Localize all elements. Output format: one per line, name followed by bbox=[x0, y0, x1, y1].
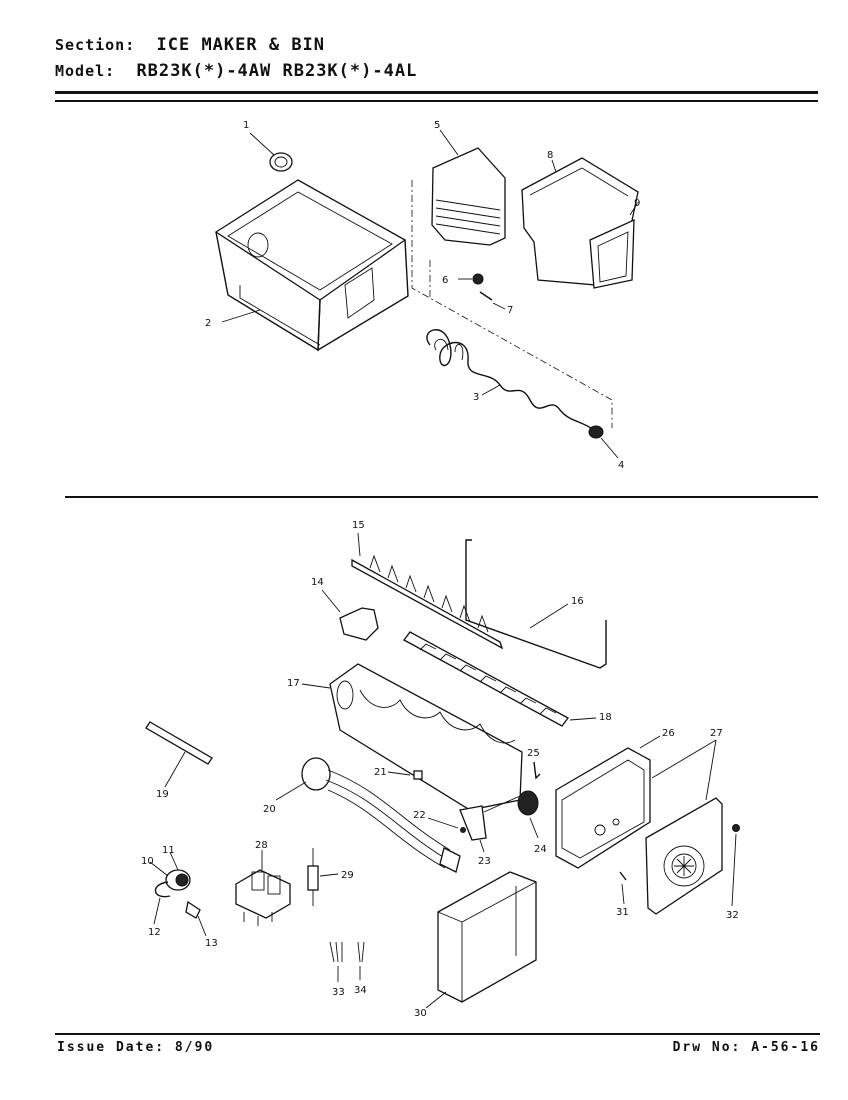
part-4-fitting bbox=[588, 425, 619, 459]
part-15-ejector bbox=[351, 532, 504, 650]
part-8-duct bbox=[521, 157, 639, 289]
part-10-13-switch bbox=[149, 851, 207, 937]
callout-29: 29 bbox=[341, 870, 354, 881]
model-key: Model: bbox=[55, 62, 116, 80]
callout-24: 24 bbox=[534, 844, 547, 855]
callout-26: 26 bbox=[662, 728, 675, 739]
callout-4: 4 bbox=[618, 460, 624, 471]
callout-32: 32 bbox=[726, 910, 739, 921]
section-heading: Section: ICE MAKER & BIN bbox=[55, 35, 325, 55]
part-29-coupling bbox=[307, 848, 339, 906]
part-18-stripper bbox=[403, 631, 597, 727]
callout-20: 20 bbox=[263, 804, 276, 815]
part-33-34-screws bbox=[329, 941, 365, 982]
callout-31: 31 bbox=[616, 907, 629, 918]
part-3-water-tube bbox=[426, 329, 595, 431]
part-19-rod bbox=[145, 721, 213, 788]
callout-27: 27 bbox=[710, 728, 723, 739]
part-28-valve bbox=[235, 850, 291, 926]
callout-30: 30 bbox=[414, 1008, 427, 1019]
callout-19: 19 bbox=[156, 789, 169, 800]
part-16-shutoff-arm bbox=[465, 539, 607, 669]
section-divider bbox=[65, 496, 818, 498]
part-30-shield bbox=[425, 871, 537, 1009]
callout-25: 25 bbox=[527, 748, 540, 759]
header-rule-thin bbox=[55, 100, 818, 102]
model-heading: Model: RB23K(*)-4AW RB23K(*)-4AL bbox=[55, 61, 417, 81]
callout-12: 12 bbox=[148, 927, 161, 938]
part-5-chute bbox=[431, 129, 506, 246]
drawing-number: Drw No: A-56-16 bbox=[672, 1040, 820, 1055]
callout-2: 2 bbox=[205, 318, 211, 329]
callout-5: 5 bbox=[434, 120, 440, 131]
footer-rule bbox=[55, 1033, 820, 1035]
callout-3: 3 bbox=[473, 392, 479, 403]
section-value: ICE MAKER & BIN bbox=[156, 35, 326, 55]
part-21-25-small-parts bbox=[387, 761, 541, 853]
part-6-7-fasteners bbox=[458, 273, 506, 310]
callout-9: 9 bbox=[634, 198, 640, 209]
part-31-32-screws bbox=[619, 824, 740, 907]
callout-13: 13 bbox=[205, 938, 218, 949]
part-14-cover bbox=[321, 589, 379, 641]
callout-21: 21 bbox=[374, 767, 387, 778]
callout-22: 22 bbox=[413, 810, 426, 821]
part-1-knob bbox=[249, 132, 293, 172]
callout-18: 18 bbox=[599, 712, 612, 723]
callout-11: 11 bbox=[162, 845, 175, 856]
part-2-ice-bin bbox=[214, 179, 409, 352]
callout-28: 28 bbox=[255, 840, 268, 851]
callout-1: 1 bbox=[243, 120, 249, 131]
callout-14: 14 bbox=[311, 577, 324, 588]
part-26-housing bbox=[555, 735, 661, 869]
callout-33: 33 bbox=[332, 987, 345, 998]
issue-date: Issue Date: 8/90 bbox=[57, 1040, 215, 1055]
part-20-harness bbox=[275, 757, 461, 873]
header-rule-thick bbox=[55, 91, 818, 94]
callout-34: 34 bbox=[354, 985, 367, 996]
section-key: Section: bbox=[55, 36, 136, 54]
model-value: RB23K(*)-4AW RB23K(*)-4AL bbox=[136, 61, 418, 81]
callout-16: 16 bbox=[571, 596, 584, 607]
callout-10: 10 bbox=[141, 856, 154, 867]
callout-6: 6 bbox=[442, 275, 448, 286]
callout-8: 8 bbox=[547, 150, 553, 161]
part-27-motor-plate bbox=[645, 739, 723, 915]
callout-7: 7 bbox=[507, 305, 513, 316]
callout-15: 15 bbox=[352, 520, 365, 531]
callout-17: 17 bbox=[287, 678, 300, 689]
callout-23: 23 bbox=[478, 856, 491, 867]
